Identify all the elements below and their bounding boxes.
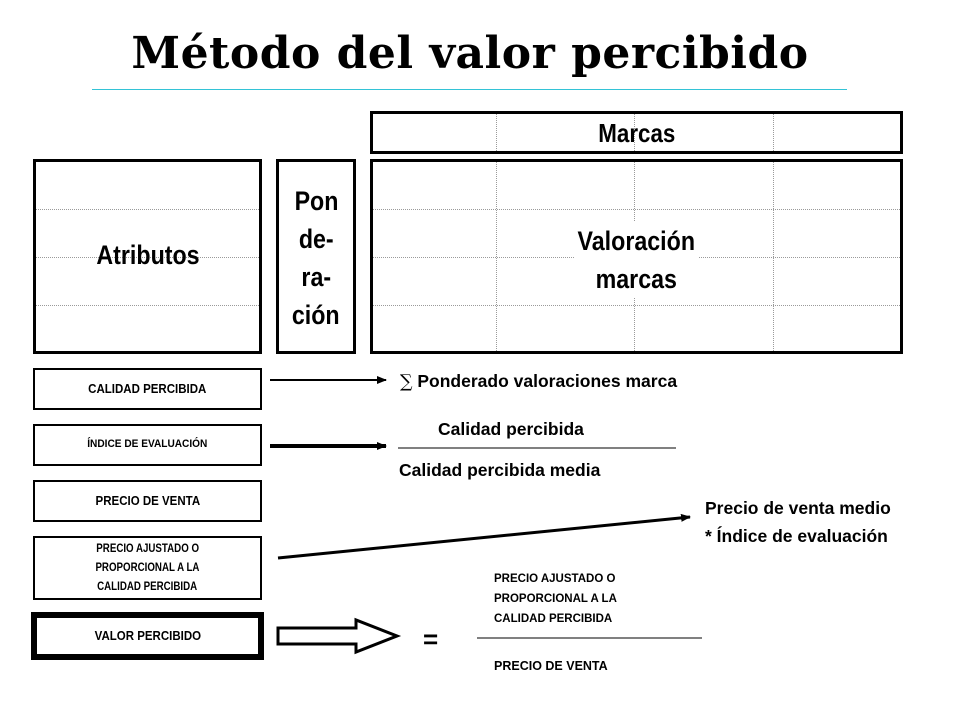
valor-numerator-line-3: CALIDAD PERCIBIDA xyxy=(494,613,613,625)
valor-denominator: PRECIO DE VENTA xyxy=(494,659,608,673)
valor-numerator-line-1: PRECIO AJUSTADO O xyxy=(494,573,616,585)
precio-ajustado-box: PRECIO AJUSTADO O PROPORCIONAL A LA CALI… xyxy=(33,536,262,600)
ponderacion-line-4: ción xyxy=(292,300,340,330)
precio-ajustado-line-2: PROPORCIONAL A LA xyxy=(95,561,200,574)
ponderado-formula: ∑ Ponderado valoraciones marca xyxy=(400,371,677,392)
precio-ajustado-line-3: CALIDAD PERCIBIDA xyxy=(97,580,198,593)
valor-percibido-box: VALOR PERCIBIDO xyxy=(31,612,264,660)
indice-denominator: Calidad percibida media xyxy=(399,460,601,480)
precio-venta-label: PRECIO DE VENTA xyxy=(95,493,200,508)
precio-ajustado-arrow xyxy=(277,513,691,560)
ponderacion-line-2: de- xyxy=(298,224,334,254)
valoracion-line-2: marcas xyxy=(592,260,681,298)
valor-numerator: PRECIO AJUSTADO O PROPORCIONAL A LA CALI… xyxy=(494,569,617,629)
precio-venta-box: PRECIO DE VENTA xyxy=(33,480,262,522)
marcas-header-box: Marcas xyxy=(370,111,903,154)
valoracion-marcas-box: Valoración marcas xyxy=(370,159,903,354)
precio-ajustado-line-1: PRECIO AJUSTADO O xyxy=(96,542,199,555)
ponderado-text: Ponderado valoraciones marca xyxy=(417,371,678,391)
ponderacion-box: Pon de- ra- ción xyxy=(276,159,356,354)
calidad-percibida-box: CALIDAD PERCIBIDA xyxy=(33,368,262,410)
precio-ajustado-formula-line-1: Precio de venta medio xyxy=(705,498,891,518)
indice-evaluacion-box: ÍNDICE DE EVALUACIÓN xyxy=(33,424,262,466)
valoracion-line-1: Valoración xyxy=(574,222,699,260)
title-underline xyxy=(92,89,847,90)
indice-evaluacion-label: ÍNDICE DE EVALUACIÓN xyxy=(87,438,208,451)
atributos-box: Atributos xyxy=(33,159,262,354)
precio-ajustado-formula-line-2: * Índice de evaluación xyxy=(705,526,888,546)
indice-numerator: Calidad percibida xyxy=(438,419,584,439)
ponderacion-line-1: Pon xyxy=(294,186,338,216)
marcas-label: Marcas xyxy=(597,118,676,148)
equals-sign: = xyxy=(423,624,439,654)
sigma-symbol: ∑ xyxy=(400,372,413,392)
valor-percibido-label: VALOR PERCIBIDO xyxy=(94,628,201,643)
atributos-label: Atributos xyxy=(95,240,200,270)
valor-percibido-hollow-arrow xyxy=(276,617,402,655)
page-title: Método del valor percibido xyxy=(131,28,809,79)
calidad-percibida-label: CALIDAD PERCIBIDA xyxy=(88,381,207,396)
ponderacion-line-3: ra- xyxy=(301,262,331,292)
valor-numerator-line-2: PROPORCIONAL A LA xyxy=(494,593,617,605)
